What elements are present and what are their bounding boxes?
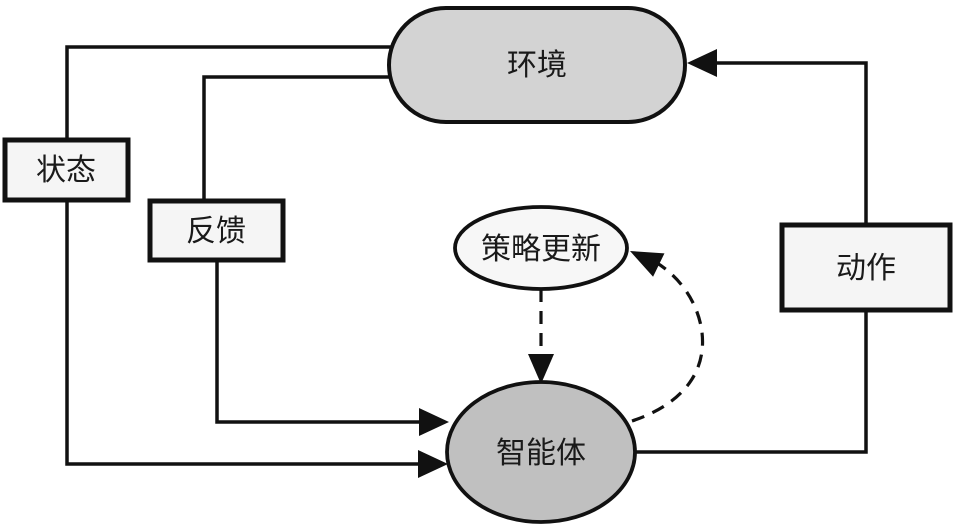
arrowheads [418,49,717,478]
feedback-label: 反馈 [186,215,246,248]
arrowhead-policy-into-agent [528,354,554,384]
action-shape [779,222,953,313]
node-environment: 环境 [387,6,687,124]
edge-environment-feedback-upper [202,75,410,230]
edge-environment-state-agent [65,45,440,466]
feedback-shape [147,198,286,263]
state-label: 状态 [36,154,96,187]
arrowhead-state-into-agent [418,450,448,478]
state-shape [2,137,131,203]
policy-update-shape [453,205,629,291]
node-state: 状态 [2,137,131,203]
node-feedback: 反馈 [147,198,286,263]
environment-label: 环境 [507,49,567,82]
arrowhead-curve-into-policy-update [630,251,665,277]
environment-shape [387,6,687,124]
edge-feedback-agent-lower [215,230,440,424]
action-label: 动作 [836,252,896,285]
node-policy-update: 策略更新 [453,205,629,291]
arrowhead-into-environment [687,49,717,77]
node-agent: 智能体 [445,380,637,524]
policy-update-label: 策略更新 [481,233,601,266]
edge-agent-to-policy-update-dashed-curve [631,255,705,423]
agent-label: 智能体 [496,437,586,470]
arrowhead-feedback-into-agent [419,408,449,436]
node-action: 动作 [779,222,953,313]
